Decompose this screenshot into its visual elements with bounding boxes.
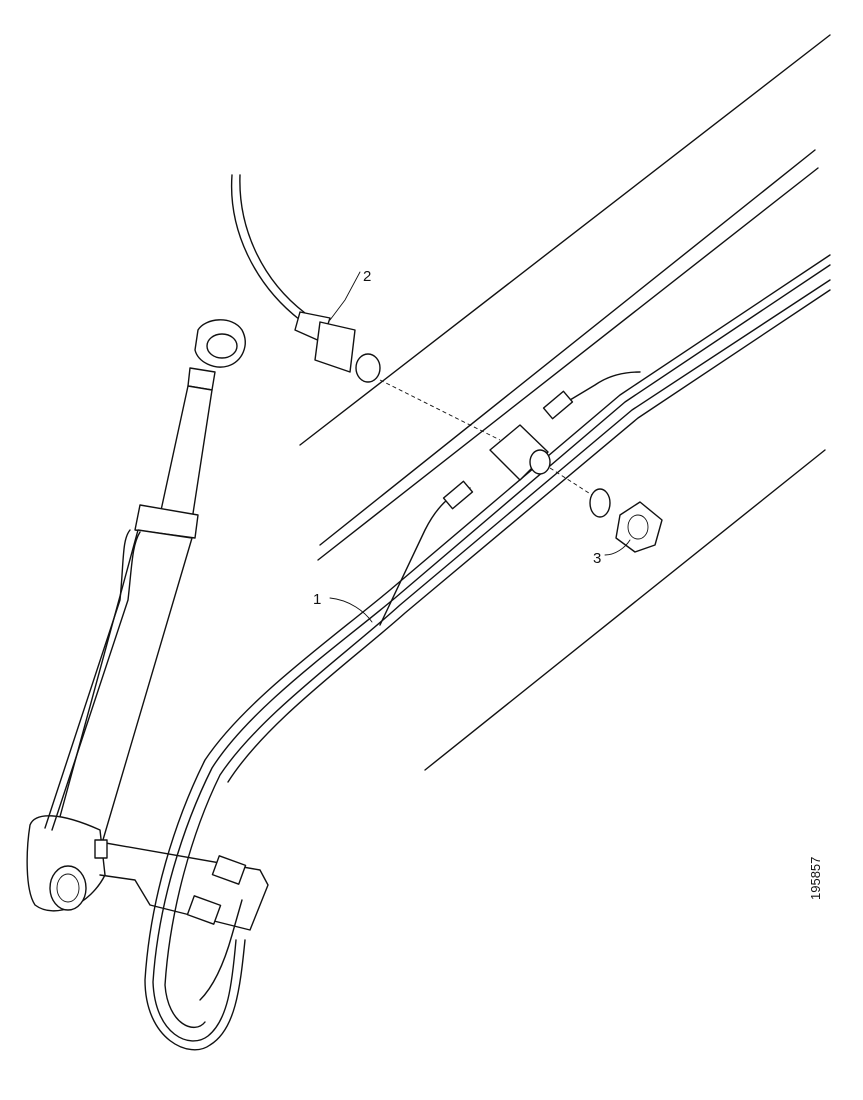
- hose-with-fitting: [230, 174, 501, 441]
- frame-rail-lines: [299, 34, 831, 771]
- callout-1: 1: [313, 591, 373, 623]
- callout-2: 2: [329, 268, 371, 321]
- tee-fitting: [442, 390, 574, 510]
- hydraulic-cylinder: [26, 319, 246, 912]
- washer-and-nut: [549, 467, 663, 553]
- callout-label-3: 3: [593, 550, 601, 567]
- callout-label-2: 2: [363, 268, 371, 285]
- callout-3: 3: [593, 539, 631, 567]
- pipe-bundle: [144, 254, 831, 1051]
- reference-number: 195857: [808, 857, 823, 900]
- bracket-fittings: [94, 839, 269, 931]
- callout-label-1: 1: [313, 591, 321, 608]
